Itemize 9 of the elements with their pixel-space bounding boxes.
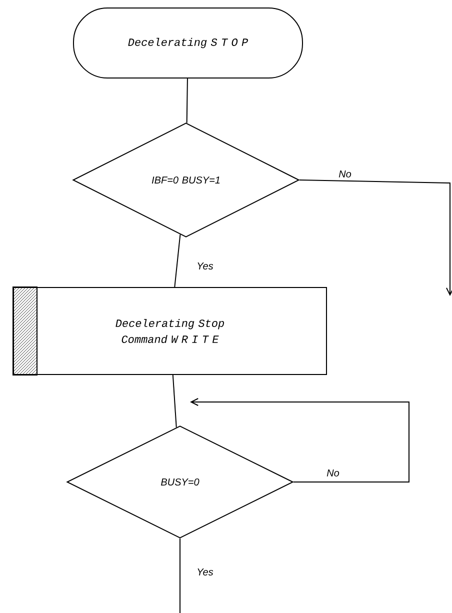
process-box: [12, 286, 38, 376]
process-box: Decelerating Stop Command W R I T E: [13, 287, 327, 375]
edge-label: Yes: [196, 568, 214, 576]
terminal-box: Decelerating S T O P: [73, 8, 303, 78]
edge-label: Yes: [196, 262, 214, 270]
edge-label: No: [338, 170, 352, 178]
arrow: [190, 398, 410, 482]
arrow: [299, 180, 452, 296]
edge-label: No: [326, 468, 340, 478]
